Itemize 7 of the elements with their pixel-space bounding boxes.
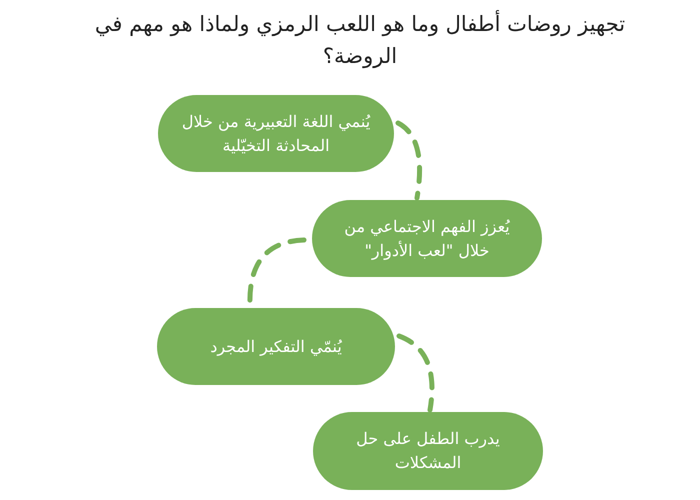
title: تجهيز روضات أطفال وما هو اللعب الرمزي ولماذا هو مهم في الروضة؟ bbox=[94, 9, 626, 70]
step-text: يدرب الطفل على حل المشكلات bbox=[355, 428, 501, 474]
dashed-connector bbox=[396, 120, 422, 200]
dashed-connector bbox=[396, 334, 434, 412]
step-text: يُنمّي التفكير المجرد bbox=[210, 336, 342, 358]
step-text: يُعزز الفهم الاجتماعي من خلال "لعب الأدوار" bbox=[343, 216, 511, 262]
step-text: يُنمي اللغة التعبيرية من خلال المحادثة التخيّلية bbox=[180, 110, 372, 156]
